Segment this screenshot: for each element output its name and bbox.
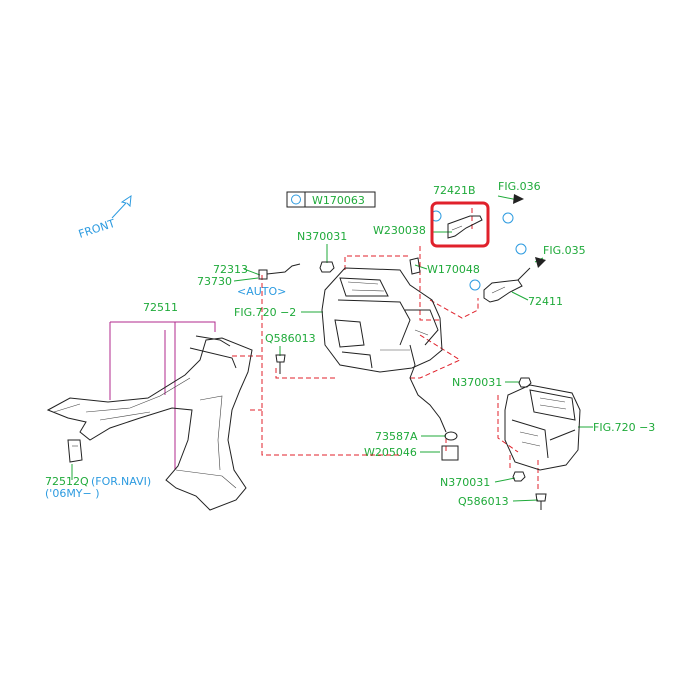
- label-06my: ('06MY− ): [45, 487, 100, 500]
- label-q586013-left: Q586013: [265, 332, 316, 345]
- sensor-leaders: [233, 268, 261, 282]
- note-marker-icon: [515, 243, 527, 255]
- note-marker-icon: [502, 212, 514, 224]
- note-marker-icon: [291, 194, 301, 205]
- part-nut-top: [319, 261, 335, 273]
- duct-72511: [46, 335, 253, 511]
- callout-box: [286, 191, 376, 208]
- label-fig720-3: FIG.720 −3: [593, 421, 655, 434]
- label-for-navi: (FOR.NAVI): [91, 475, 151, 488]
- fig036-arrow-icon: [513, 194, 524, 204]
- label-72411: 72411: [528, 295, 563, 308]
- highlight-box: [430, 201, 490, 248]
- label-w230038: W230038: [373, 224, 426, 237]
- label-fig035: FIG.035: [543, 244, 586, 257]
- part-72411: [483, 267, 531, 303]
- n370031-bottom-leader: [494, 477, 516, 483]
- label-w205046: W205046: [364, 446, 417, 459]
- w170048-leader: [414, 264, 428, 270]
- part-72421b: [447, 215, 483, 239]
- label-n370031-top: N370031: [297, 230, 347, 243]
- label-n370031-bottom: N370031: [440, 476, 490, 489]
- front-indicator: FRONT: [77, 194, 132, 241]
- label-w170048: W170048: [427, 263, 480, 276]
- front-label: FRONT: [77, 217, 117, 241]
- label-fig036: FIG.036: [498, 180, 541, 193]
- boxed-callout: W170063: [286, 191, 376, 208]
- label-72512q: 72512Q: [45, 475, 89, 488]
- callout-text: W170063: [312, 194, 365, 207]
- part-sensor: [258, 263, 301, 280]
- part-clip-w205046: [441, 445, 459, 461]
- blower-unit: [504, 384, 581, 471]
- fig035-arrow-icon: [535, 257, 546, 268]
- label-72421b: 72421B: [433, 184, 476, 197]
- heater-unit: [321, 267, 447, 433]
- note-markers: [430, 210, 527, 291]
- part-clip-w170048: [409, 257, 421, 275]
- label-73587a: 73587A: [375, 430, 418, 443]
- q586013-right-leader: [512, 499, 539, 502]
- label-73730: 73730: [197, 275, 232, 288]
- front-arrow-icon: [111, 194, 132, 219]
- part-bolt-left: [275, 354, 286, 374]
- 72411-leader: [511, 291, 529, 301]
- label-72511: 72511: [143, 301, 178, 314]
- label-fig720-2: FIG.720 −2: [234, 306, 296, 319]
- label-n370031-right: N370031: [452, 376, 502, 389]
- duct-bracket-leaders: [109, 321, 216, 470]
- note-marker-icon: [469, 279, 481, 291]
- part-nut-bottom: [512, 471, 526, 482]
- part-bolt-right: [535, 493, 547, 510]
- part-nut-right: [518, 377, 532, 388]
- part-grommet: [444, 431, 458, 441]
- label-72313: 72313: [213, 263, 248, 276]
- part-72512q: [67, 439, 83, 463]
- label-q586013-right: Q586013: [458, 495, 509, 508]
- assembly-reference-lines: [232, 208, 539, 490]
